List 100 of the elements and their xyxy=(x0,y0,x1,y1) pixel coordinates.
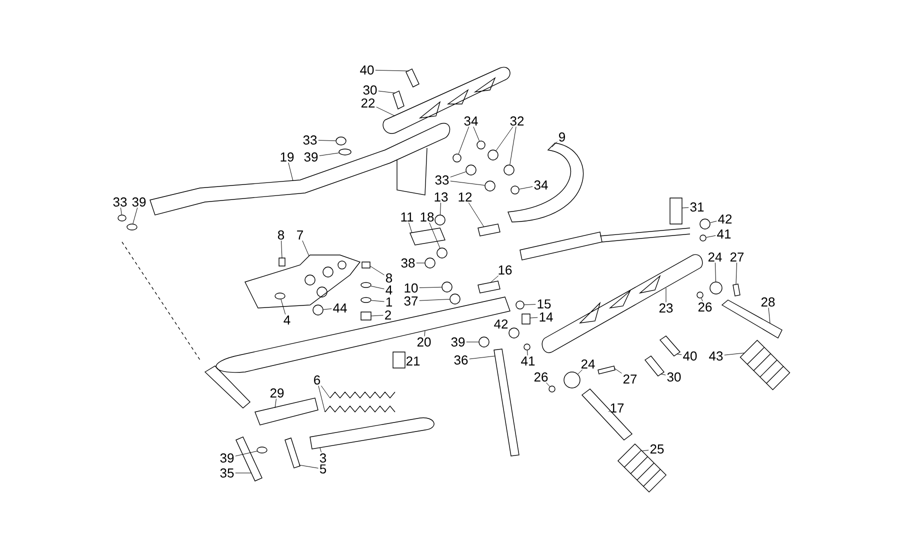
leader-line xyxy=(323,308,332,310)
nut xyxy=(700,218,710,230)
callout-number: 22 xyxy=(361,98,375,108)
bolt xyxy=(284,438,300,468)
leader-line xyxy=(235,450,258,456)
leader-line xyxy=(419,298,450,301)
callout-number: 33 xyxy=(113,197,127,207)
leader-line xyxy=(424,330,426,336)
callout-number: 39 xyxy=(451,337,465,347)
callout-number: 43 xyxy=(709,351,723,361)
washer xyxy=(516,300,524,310)
leader-line xyxy=(120,208,122,215)
bush xyxy=(434,214,446,226)
leader-line xyxy=(320,448,322,452)
callout-number: 26 xyxy=(534,372,548,382)
washer xyxy=(510,186,520,194)
callout-number: 4 xyxy=(284,316,290,324)
grip xyxy=(617,444,666,493)
washer xyxy=(360,282,372,288)
bracket xyxy=(254,398,318,426)
callout-number: 28 xyxy=(761,297,775,307)
callout-number: 31 xyxy=(690,202,704,212)
leader-line xyxy=(469,356,496,360)
leader-line xyxy=(318,140,336,142)
washer xyxy=(478,336,490,348)
callout-number: 39 xyxy=(220,453,234,463)
callout-number: 41 xyxy=(717,230,731,238)
leader-line xyxy=(682,207,689,208)
callout-number: 27 xyxy=(623,374,637,384)
lever-plate xyxy=(478,280,500,294)
leader-line xyxy=(371,300,384,302)
leader-line xyxy=(288,162,294,182)
bolt xyxy=(732,284,740,296)
leader-line xyxy=(706,235,716,238)
leader-line xyxy=(450,180,485,186)
leader-line xyxy=(458,126,470,154)
leader-line xyxy=(736,262,738,284)
washer xyxy=(452,154,462,162)
bolt xyxy=(362,262,370,268)
callout-number: 36 xyxy=(454,355,468,365)
pivot xyxy=(710,282,722,294)
callout-number: 18 xyxy=(420,212,434,222)
leader-line xyxy=(419,286,442,288)
callout-number: 16 xyxy=(498,265,512,275)
leader-line xyxy=(524,304,536,306)
screw xyxy=(598,366,616,374)
pin xyxy=(236,436,262,482)
leader-line xyxy=(496,126,514,151)
callout-number: 14 xyxy=(540,312,553,322)
callout-number: 20 xyxy=(417,337,431,347)
callout-number: 3 xyxy=(320,453,326,463)
callout-number: 38 xyxy=(401,258,415,268)
leader-line xyxy=(450,172,466,178)
leader-line xyxy=(302,240,310,256)
spring xyxy=(324,405,396,413)
leader-line xyxy=(519,186,533,190)
washer xyxy=(476,140,486,150)
spring xyxy=(330,391,396,399)
leader-line xyxy=(473,126,480,142)
callout-number: 7 xyxy=(297,230,303,240)
callout-number: 27 xyxy=(730,252,744,262)
footrest-bracket xyxy=(382,66,510,134)
nut xyxy=(508,328,520,338)
callout-number: 5 xyxy=(320,464,326,474)
callout-number: 30 xyxy=(363,85,377,95)
callout-number: 9 xyxy=(559,132,565,142)
leader-line xyxy=(378,90,396,94)
bolt xyxy=(522,314,530,324)
leader-line xyxy=(408,222,412,234)
leader-line xyxy=(319,152,340,156)
leader-line xyxy=(370,286,384,290)
cap xyxy=(392,352,406,368)
leader-line xyxy=(370,266,384,276)
leader-line xyxy=(490,276,499,284)
callout-number: 17 xyxy=(610,404,624,412)
callout-number: 42 xyxy=(718,214,732,224)
leader-line xyxy=(281,240,282,258)
nut xyxy=(466,164,476,176)
callout-number: 4 xyxy=(386,286,392,294)
leader-line xyxy=(714,262,716,282)
frame-rail xyxy=(216,296,510,373)
callout-number: 11 xyxy=(401,212,414,222)
leader-line xyxy=(510,126,516,165)
nut xyxy=(504,164,514,176)
leader-line xyxy=(660,374,666,376)
washer xyxy=(700,234,706,242)
leader-line xyxy=(724,352,744,356)
callout-number: 39 xyxy=(132,197,146,207)
callout-number: 10 xyxy=(404,283,418,293)
nut xyxy=(488,150,498,160)
leader-line xyxy=(318,386,326,412)
leader-line xyxy=(132,208,138,224)
callout-number: 35 xyxy=(220,468,234,478)
callout-number: 41 xyxy=(521,356,535,366)
leader-line xyxy=(552,142,558,148)
callout-number: 8 xyxy=(278,230,284,240)
leader-line xyxy=(468,202,484,228)
leader-line xyxy=(578,369,583,374)
callout-number: 40 xyxy=(360,65,374,75)
nut xyxy=(360,312,372,320)
